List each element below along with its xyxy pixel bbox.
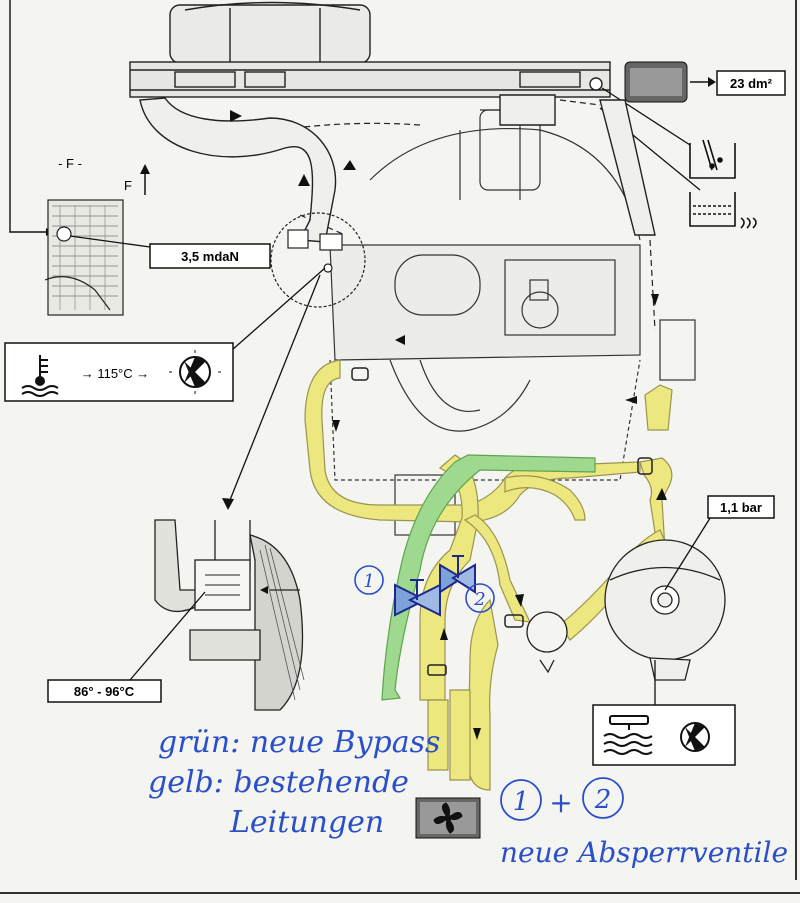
flow-f-label: F bbox=[124, 178, 132, 193]
note-valves-circles: 1 + 2 bbox=[500, 777, 624, 821]
upper-hose bbox=[139, 94, 656, 243]
radiator-detail bbox=[44, 199, 124, 316]
thermostat-range-leader bbox=[129, 591, 206, 681]
hose-clamps bbox=[351, 367, 653, 676]
thermostat-range-box bbox=[47, 679, 162, 703]
filter-area-label: 23 dm² bbox=[730, 76, 773, 91]
engine-block bbox=[329, 109, 696, 536]
warning-lamp-icon bbox=[680, 722, 710, 752]
water-bath-icon bbox=[689, 192, 757, 229]
svg-text:2: 2 bbox=[473, 589, 485, 610]
water-pump bbox=[526, 611, 568, 674]
hose-flow-arrows bbox=[230, 110, 659, 404]
coolant-temp-icon bbox=[21, 355, 59, 397]
thermostat-range-label: 86° - 96°C bbox=[74, 684, 135, 699]
temp-alarm-label: → 115°C → bbox=[81, 366, 150, 381]
thermostat-housing bbox=[270, 212, 366, 308]
radiator bbox=[129, 1, 611, 98]
note-yellow-existing: gelb: bestehende bbox=[148, 765, 409, 800]
boiling-test-icon bbox=[689, 139, 736, 179]
section-bracket-line bbox=[9, 0, 48, 233]
pressure-leader bbox=[664, 514, 713, 591]
coolant-level-icon bbox=[603, 715, 653, 755]
fan-icon bbox=[415, 797, 481, 839]
filter-element: 23 dm² bbox=[624, 61, 786, 103]
yellow-flow-arrows bbox=[332, 420, 667, 740]
torque-label: 3,5 mdaN bbox=[181, 249, 239, 264]
section-f-label: - F - bbox=[58, 156, 82, 171]
temperature-warning-box: → 115°C → bbox=[4, 342, 234, 402]
bypass-green bbox=[381, 454, 596, 701]
warning-lamp-icon bbox=[169, 350, 221, 394]
flow-direction-arrow bbox=[140, 164, 150, 195]
expansion-tank bbox=[604, 539, 726, 681]
torque-leader bbox=[69, 235, 151, 248]
note-lines: Leitungen bbox=[229, 805, 384, 840]
pressure-label: 1,1 bar bbox=[720, 500, 762, 515]
tank-warning-box bbox=[592, 704, 736, 766]
note-green-bypass: grün: neue Bypass bbox=[158, 725, 440, 760]
shutoff-valve-1 bbox=[394, 579, 441, 617]
valve-2-marker: 2 bbox=[465, 583, 495, 613]
svg-text:1: 1 bbox=[363, 571, 374, 592]
torque-box bbox=[149, 243, 271, 269]
thermostat-leaders bbox=[227, 267, 326, 506]
shutoff-valve-2 bbox=[439, 555, 476, 594]
svg-text:1: 1 bbox=[513, 787, 530, 817]
valve-1-marker: 1 bbox=[354, 565, 384, 595]
svg-text:2: 2 bbox=[594, 785, 612, 815]
note-new-shutoff-valves: neue Absperrventile bbox=[500, 836, 788, 869]
thermostat-detail bbox=[154, 519, 305, 711]
pressure-box bbox=[707, 495, 775, 519]
svg-text:+: + bbox=[549, 786, 572, 819]
